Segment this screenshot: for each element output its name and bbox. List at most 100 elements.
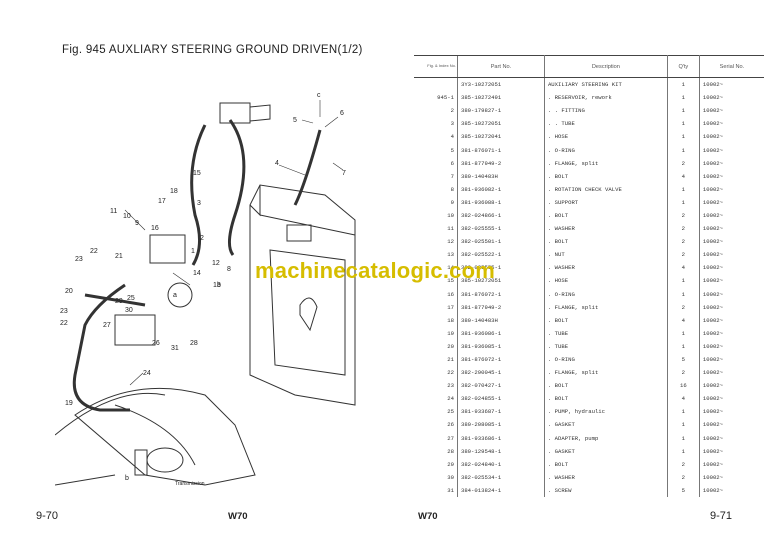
row-index: 25 [447,408,454,416]
row-part-no: 382-290045-1 [456,366,545,380]
row-serial: 10002~ [702,290,724,298]
row-part-no: 381-936086-1 [456,326,545,340]
row-index: 14 [447,264,454,272]
row-index: 21 [447,356,454,364]
callout-label: 16 [151,225,159,232]
row-part-no: 380-208085-1 [456,418,545,432]
row-part-no: 381-933686-1 [456,431,545,445]
row-description: . BOLT [544,235,668,249]
callout-label: 19 [65,400,73,407]
row-part-no: 385-10272051 [456,274,545,288]
row-description: . BOLT [544,457,668,471]
row-qty: 1 [667,405,700,419]
row-serial: 10002~ [702,382,724,390]
row-part-no: 381-876072-1 [456,287,545,301]
row-part-no: 385-10272051 [456,117,545,131]
row-index: 16 [447,290,454,298]
callout-label: 29 [115,298,123,305]
row-serial: 10002~ [702,421,724,429]
row-index: 5 [450,146,454,154]
callout-label: 18 [170,188,178,195]
callout-label: 25 [127,295,135,302]
row-description: . . FITTING [544,104,668,118]
callout-label: 13 [213,282,221,289]
row-part-no: 384-013824-1 [456,483,545,497]
row-index: 29 [447,460,454,468]
row-qty: 1 [667,182,700,196]
row-description: . BOLT [544,313,668,327]
row-index: 18 [447,316,454,324]
row-part-no: 3Y3-10272051 [456,77,545,92]
row-index: 2 [450,107,454,115]
row-description: . WASHER [544,222,668,236]
row-qty: 1 [667,104,700,118]
row-part-no: 382-024855-1 [456,392,545,406]
callout-label: a [173,292,177,299]
row-index: 24 [447,395,454,403]
page-number-right: 9-71 [710,510,733,522]
header-serial: Serial No. [699,55,764,78]
row-description: . HOSE [544,274,668,288]
row-index: 4 [450,133,454,141]
row-index: 23 [447,382,454,390]
row-description: . BOLT [544,379,668,393]
row-serial: 10002~ [702,447,724,455]
row-index: 12 [447,238,454,246]
callout-label: 8 [227,266,231,273]
row-qty: 1 [667,91,700,105]
row-part-no: 381-877949-2 [456,156,545,170]
row-index [414,78,457,92]
row-part-no: 382-025534-1 [456,470,545,484]
row-serial: 10002~ [702,211,724,219]
callout-label: 10 [123,213,131,220]
row-qty: 1 [667,117,700,131]
row-index: 3 [450,120,454,128]
row-serial: 10002~ [702,172,724,180]
row-description: . SCREW [544,483,668,497]
row-index: 11 [447,225,454,233]
row-qty: 4 [667,392,700,406]
row-description: . FLANGE, split [544,156,668,170]
row-index: 27 [447,434,454,442]
row-qty: 4 [667,313,700,327]
row-serial: 10002~ [702,277,724,285]
row-index: 10 [447,211,454,219]
row-part-no: 385-10272041 [456,130,545,144]
row-description: . GASKET [544,418,668,432]
row-part-no: 382-025555-1 [456,261,545,275]
row-index: 17 [447,303,454,311]
callout-label: 27 [103,322,111,329]
row-description: . . TUBE [544,117,668,131]
row-serial: 10002~ [702,81,724,89]
row-description: . TUBE [544,326,668,340]
row-description: . RESERVOIR, rework [544,91,668,105]
row-qty: 2 [667,222,700,236]
row-part-no: 382-070427-1 [456,379,545,393]
model-right: W70 [418,511,438,522]
row-qty: 1 [667,143,700,157]
row-qty: 4 [667,169,700,183]
row-serial: 10002~ [702,342,724,350]
row-qty: 2 [667,156,700,170]
row-serial: 10002~ [702,107,724,115]
row-qty: 2 [667,457,700,471]
row-qty: 2 [667,470,700,484]
row-qty: 1 [667,287,700,301]
row-part-no: 382-025555-1 [456,222,545,236]
